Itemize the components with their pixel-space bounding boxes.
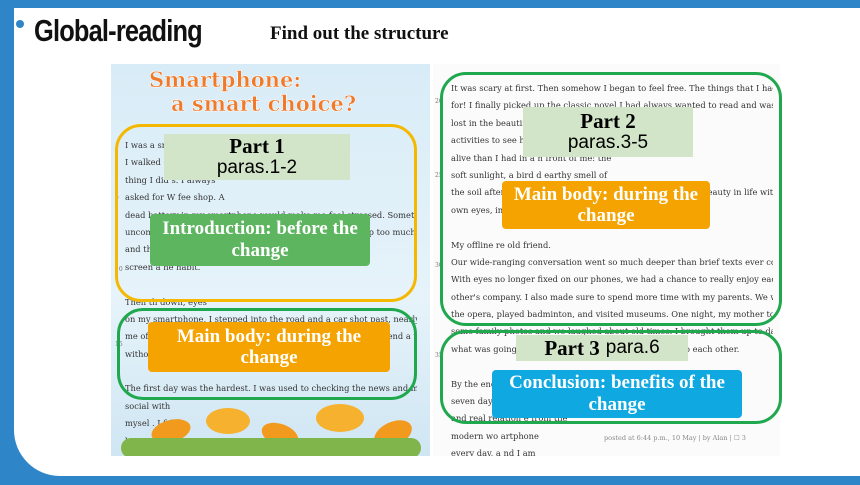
title-bullet xyxy=(16,20,24,28)
part3-conclusion-label: Conclusion: benefits of the change xyxy=(492,370,742,418)
article-line: Our wide-ranging conversation went so mu… xyxy=(451,256,773,267)
part2-label: Part 2 paras.3-5 xyxy=(523,107,693,157)
article-line: every day, a nd I am xyxy=(451,448,536,456)
article-line: The first day was the hardest. I was use… xyxy=(125,383,417,394)
article-line: asked for W fee shop. A xyxy=(125,192,225,203)
part1-label: Part 1 paras.1-2 xyxy=(164,134,350,180)
article-title-line1: Smartphone: xyxy=(149,67,302,92)
part3-label: Part 3 para.6 xyxy=(516,335,688,361)
part1-body-label: Main body: during the change xyxy=(148,322,390,372)
line-number: 30 xyxy=(435,262,443,269)
slide-title: Global-reading xyxy=(34,13,203,48)
article-line: own eyes, ins xyxy=(451,204,508,215)
part1-body-outline xyxy=(117,308,417,400)
part2-paras: paras.3-5 xyxy=(567,132,649,153)
part2-body-label: Main body: during the change xyxy=(502,181,710,229)
slide-subtitle: Find out the structure xyxy=(270,23,449,44)
part2-outline xyxy=(440,72,782,326)
flower-illustration xyxy=(111,394,430,456)
article-line: on my smartphone, I stepped into the roa… xyxy=(125,313,417,324)
article-line: modern wo artphone xyxy=(451,430,539,441)
article-line: soft sunlight, a bird d earthy smell of xyxy=(451,169,608,180)
line-number: 25 xyxy=(435,172,443,179)
part3-outline xyxy=(440,330,782,424)
article-line: the opera, played badminton, and visited… xyxy=(451,309,773,320)
line-number: 10 xyxy=(115,266,123,273)
part1-paras: paras.1-2 xyxy=(216,157,298,178)
article-title: Smartphone: a smart choice? xyxy=(149,67,357,116)
article-line: With eyes no longer fixed on our phones,… xyxy=(451,274,773,285)
article-line: for! I finally picked up the classic nov… xyxy=(451,100,773,111)
article-line: screen a he habit. xyxy=(125,261,201,272)
article-title-line2: a smart choice? xyxy=(171,91,357,116)
article-line: social with xyxy=(125,400,171,411)
part1-title: Part 1 xyxy=(229,134,285,158)
article-line: mysel . I felt xyxy=(125,418,178,429)
part1-intro-outline xyxy=(115,124,417,302)
article-line: My offline re old friend. xyxy=(451,239,551,250)
part3-title: Part 3 xyxy=(544,336,600,360)
part3-paras: para.6 xyxy=(605,337,660,358)
part1-intro-label: Introduction: before the change xyxy=(150,214,370,266)
line-number: 20 xyxy=(435,98,443,105)
article-line: It was scary at first. Then somehow I be… xyxy=(451,83,773,93)
article-line: alive than I had in a n front of me: the xyxy=(451,152,612,163)
post-footer: posted at 6:44 p.m., 10 May | by Alan | … xyxy=(604,434,746,442)
line-number: 35 xyxy=(435,352,443,359)
part2-title: Part 2 xyxy=(580,109,636,133)
article-line: other's company. I also made sure to spe… xyxy=(451,291,773,302)
article-line: and real relation e from the xyxy=(451,413,568,424)
